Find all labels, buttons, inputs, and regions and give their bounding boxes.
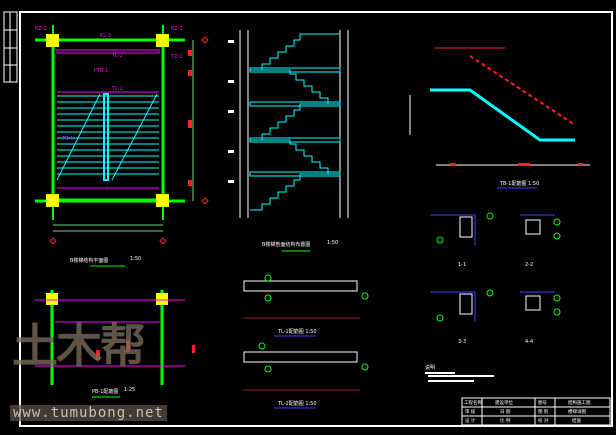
tl2-title: TL-2配筋图 1:50 — [277, 400, 317, 407]
tb-c1: 日 期 — [500, 409, 511, 415]
tb1-detail: TB-1配筋图 1:50 — [409, 47, 590, 189]
notes: 说明 — [425, 364, 494, 382]
tb-r1: 审 核 — [465, 408, 476, 415]
tb-h2: 建设单位 — [495, 399, 513, 406]
stair-section: B楼梯剖面结构布置图 1:50 — [228, 30, 349, 252]
tag-tz1: TZ-1 — [170, 54, 182, 60]
tag-kz1: KZ-1 — [35, 26, 47, 32]
drawing-frame — [19, 11, 613, 427]
tb-sheet: 楼梯详图 — [568, 408, 586, 415]
section-label-4: 4-4 — [525, 339, 533, 345]
section-scale: 1:50 — [327, 240, 338, 246]
section-label-2: 2-2 — [525, 262, 533, 268]
watermark-url: www.tumubong.net — [10, 405, 167, 421]
tb-h1: 工程名称 — [464, 399, 482, 406]
pb1-title: PB-1配筋图 — [92, 388, 118, 395]
tb-h3: 图号 — [538, 400, 547, 406]
tag-tb1: TB-1 — [61, 136, 73, 142]
side-title-strip — [3, 11, 18, 83]
tag-kl3: KL-3 — [100, 33, 111, 39]
tb-r3: 校 对 — [538, 417, 549, 424]
tb-c3: 图 别 — [538, 408, 549, 415]
title-block-text: 工程名称 建设单位 图号 结构施工图 审 核 设 计 日 期 比 例 图 别 校… — [464, 399, 591, 424]
tag-tl1: TL-1 — [111, 86, 123, 92]
tag-ptb1: PTB-1 — [94, 68, 109, 74]
title-block — [461, 397, 611, 426]
tag-tl2: TL-2 — [111, 53, 123, 59]
tag-kz2: KZ-2 — [171, 26, 183, 32]
tl1-title: TL-1配筋图 1:50 — [277, 328, 317, 335]
tb-code: 结施 — [572, 417, 581, 424]
beam-sections: 1-1 2-2 3-3 4-4 — [430, 212, 561, 345]
section-title: B楼梯剖面结构布置图 — [262, 241, 310, 248]
section-label-1: 1-1 — [458, 262, 466, 268]
tb1-title: TB-1配筋图 1:50 — [499, 180, 539, 187]
section-label-3: 3-3 — [458, 339, 466, 345]
tl-details: TL-1配筋图 1:50 TL-2配筋图 1:50 — [243, 274, 369, 409]
tb-r2: 设 计 — [465, 417, 476, 424]
plan-title: B楼梯结构平面图 — [70, 257, 108, 264]
plan-scale: 1:50 — [130, 256, 141, 262]
notes-title: 说明 — [425, 364, 435, 371]
tb-c2: 比 例 — [500, 417, 511, 424]
pb1-scale: 1:25 — [124, 387, 135, 393]
tb-h4: 结构施工图 — [568, 399, 591, 406]
stair-plan: KZ-1 KZ-2 TZ-1 KL-3 TL-2 TL-1 PTB-1 TB-1… — [35, 25, 209, 267]
pb1-detail: PB-1配筋图 1:25 — [35, 290, 195, 398]
watermark-logo: 土木帮 — [12, 319, 146, 373]
